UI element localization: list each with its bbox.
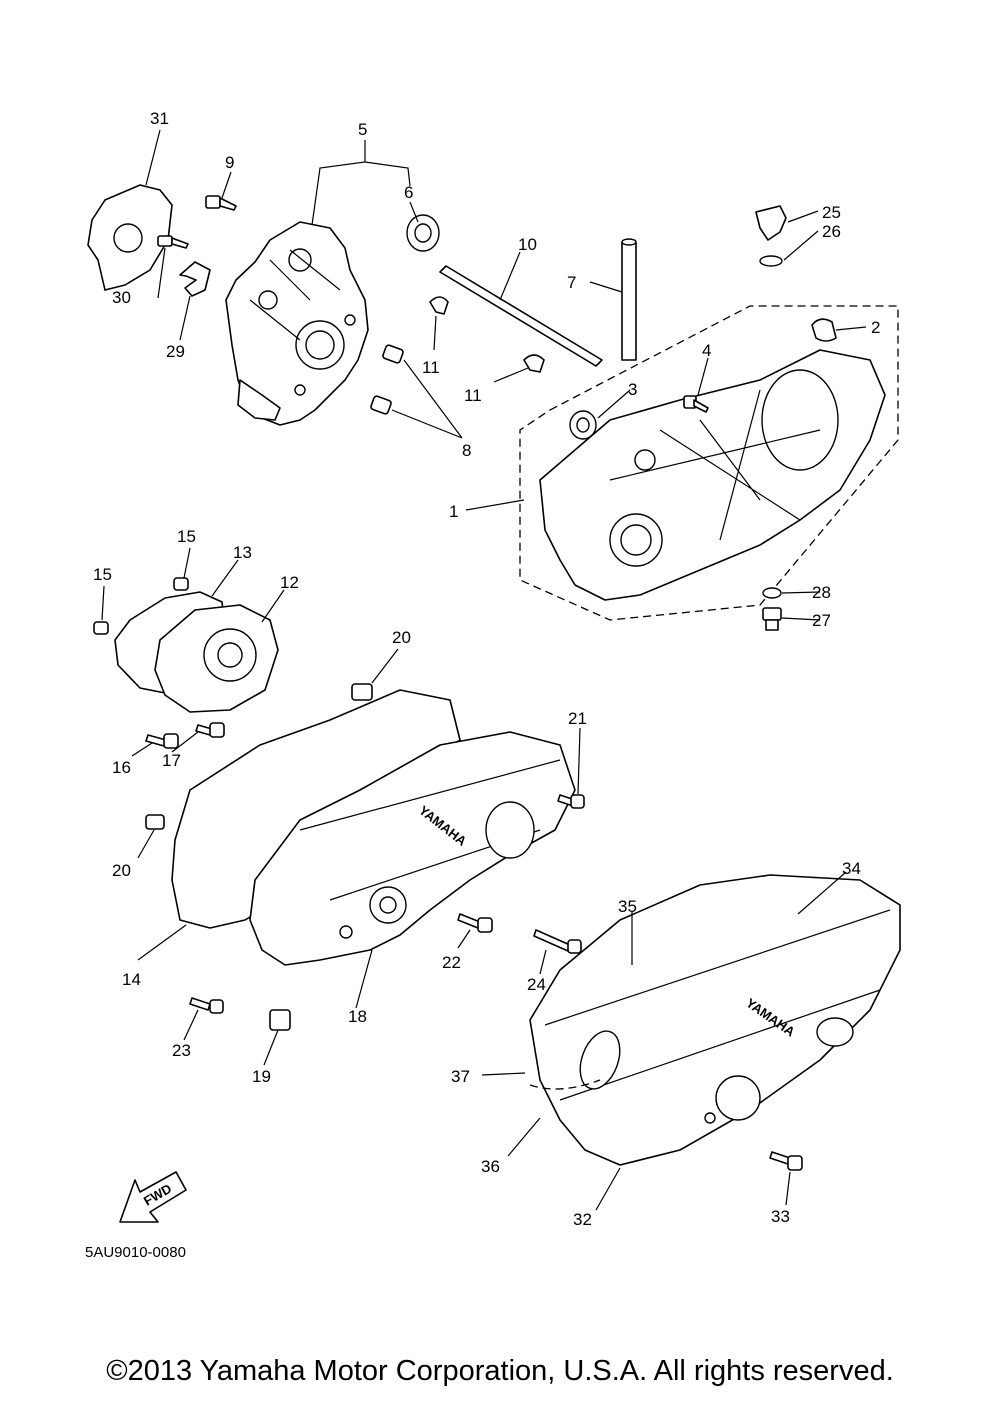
callout-29: 29 — [166, 342, 185, 361]
part-9-bolt — [205, 195, 237, 211]
part-12-cover — [154, 604, 279, 713]
part-30-bolt — [157, 235, 189, 249]
callout-28: 28 — [812, 583, 831, 602]
part-23-bolt — [189, 997, 224, 1014]
callout-37: 37 — [451, 1067, 470, 1086]
callout-3: 3 — [628, 380, 637, 399]
callout-7: 7 — [567, 273, 576, 292]
callout-11b: 11 — [464, 386, 482, 405]
callout-19: 19 — [252, 1067, 271, 1086]
callout-20a: 20 — [392, 628, 411, 647]
callout-13: 13 — [233, 543, 252, 562]
callout-36: 36 — [481, 1157, 500, 1176]
part-19-dowel — [269, 1009, 291, 1031]
callout-20b: 20 — [112, 861, 131, 880]
fwd-arrow-icon: FWD — [119, 1171, 187, 1223]
callout-15a: 15 — [177, 527, 196, 546]
callout-2: 2 — [871, 318, 880, 337]
part-24-bolt — [533, 929, 582, 954]
part-8-dowel-a — [382, 344, 404, 364]
part-22-bolt — [457, 913, 493, 933]
callout-8: 8 — [462, 441, 471, 460]
callout-22: 22 — [442, 953, 461, 972]
part-11-clip-a — [429, 296, 449, 315]
part-21-bolt — [557, 794, 585, 809]
part-15-dowel-a — [173, 577, 189, 591]
callout-18: 18 — [348, 1007, 367, 1026]
part-6-bearing — [406, 214, 440, 252]
part-17-bolt — [195, 722, 225, 738]
callout-25: 25 — [822, 203, 841, 222]
leader-lines — [101, 129, 867, 1211]
part-10-shaft — [439, 265, 603, 367]
drawing-code: 5AU9010-0080 — [85, 1244, 186, 1261]
callout-5: 5 — [358, 120, 367, 139]
callout-labels: 31 9 5 6 10 25 26 7 2 30 29 4 11 3 11 8 … — [93, 109, 880, 1229]
part-16-bolt — [145, 733, 179, 749]
part-25-plug — [755, 205, 787, 241]
callout-33: 33 — [771, 1207, 790, 1226]
callout-12: 12 — [280, 573, 299, 592]
callout-32: 32 — [573, 1210, 592, 1229]
callout-14: 14 — [122, 970, 141, 989]
part-18-crankcase-cover: YAMAHA — [249, 731, 576, 966]
crankcase-left-half — [225, 221, 369, 426]
callout-11a: 11 — [422, 358, 440, 377]
part-8-dowel-b — [370, 395, 392, 415]
callout-6: 6 — [404, 183, 413, 202]
callout-34: 34 — [842, 859, 861, 878]
callout-1: 1 — [449, 502, 458, 521]
part-11-clip-b — [523, 354, 545, 373]
callout-23: 23 — [172, 1041, 191, 1060]
callout-30: 30 — [112, 288, 131, 307]
copyright-notice: ©2013 Yamaha Motor Corporation, U.S.A. A… — [106, 1355, 894, 1387]
callout-31: 31 — [150, 109, 169, 128]
callout-10: 10 — [518, 235, 537, 254]
part-4-bolt — [683, 395, 709, 413]
callout-15b: 15 — [93, 565, 112, 584]
part-20-dowel-a — [351, 683, 373, 701]
callout-21: 21 — [568, 709, 587, 728]
callout-9: 9 — [225, 153, 234, 172]
callout-27: 27 — [812, 611, 831, 630]
callout-35: 35 — [618, 897, 637, 916]
part-32-outer-cover: YAMAHA — [529, 874, 901, 1166]
part-33-screw — [769, 1151, 803, 1171]
callout-26: 26 — [822, 222, 841, 241]
part-15-dowel-b — [93, 621, 109, 635]
crankcase-right-half — [519, 305, 899, 621]
part-29-clip — [179, 261, 211, 297]
part-20-dowel-b — [145, 814, 165, 830]
part-27-drain-plug — [762, 607, 782, 631]
part-28-washer — [762, 587, 782, 599]
callout-24: 24 — [527, 975, 546, 994]
part-7-pipe — [621, 238, 637, 361]
callout-4: 4 — [702, 341, 711, 360]
part-26-o-ring — [759, 255, 783, 267]
callout-16: 16 — [112, 758, 131, 777]
part-2-bushing — [811, 318, 837, 342]
callout-17: 17 — [162, 751, 181, 770]
